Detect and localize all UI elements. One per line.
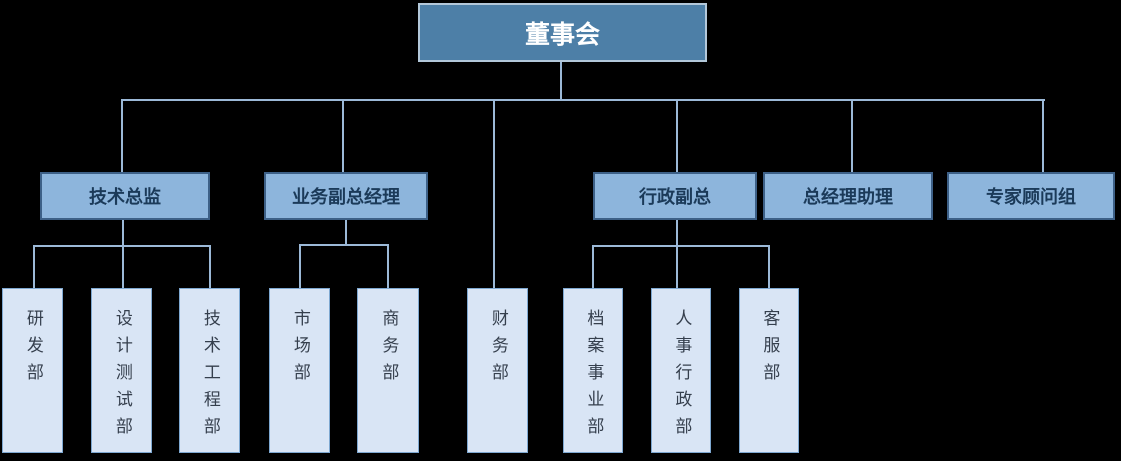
org-node-label: 人事行政部 (672, 309, 692, 444)
org-node-label: 研发部 (23, 309, 43, 390)
org-node-business-deputy-gm[interactable]: 业务副总经理 (264, 172, 428, 220)
org-node-marketing-dept[interactable]: 市场部 (269, 288, 330, 453)
org-node-finance-dept[interactable]: 财务部 (467, 288, 528, 453)
org-node-archives-division[interactable]: 档案事业部 (563, 288, 623, 453)
org-node-label: 行政副总 (639, 187, 711, 207)
connector-drop-expert (1042, 99, 1044, 172)
org-node-label: 业务副总经理 (292, 187, 400, 207)
connector-admin-subbus (592, 245, 770, 247)
connector-drop-archives (592, 245, 594, 288)
org-node-tech-engineering-dept[interactable]: 技术工程部 (179, 288, 240, 453)
connector-drop-assistant (851, 99, 853, 172)
org-node-label: 客服部 (760, 309, 780, 390)
org-node-admin-deputy[interactable]: 行政副总 (593, 172, 757, 220)
org-node-label: 设计测试部 (112, 309, 132, 444)
connector-drop-tech (121, 99, 123, 172)
org-node-label: 总经理助理 (803, 187, 893, 207)
connector-main-bus (121, 99, 1045, 101)
org-node-design-testing-dept[interactable]: 设计测试部 (91, 288, 152, 453)
org-node-label: 商务部 (379, 309, 399, 390)
org-node-label: 档案事业部 (584, 309, 604, 444)
connector-biz-subbus (299, 244, 389, 246)
org-node-commerce-dept[interactable]: 商务部 (357, 288, 419, 453)
org-node-rd-dept[interactable]: 研发部 (2, 288, 63, 453)
org-node-hr-admin-dept[interactable]: 人事行政部 (651, 288, 711, 453)
org-node-gm-assistant[interactable]: 总经理助理 (763, 172, 933, 220)
connector-drop-finance (493, 99, 495, 288)
connector-drop-rd (33, 245, 35, 288)
org-node-expert-advisory-group[interactable]: 专家顾问组 (947, 172, 1115, 220)
connector-admin-center-drop (676, 220, 678, 288)
connector-drop-market (299, 244, 301, 288)
connector-drop-commerce (387, 244, 389, 288)
connector-drop-service (768, 245, 770, 288)
org-node-label: 市场部 (290, 309, 310, 390)
connector-tech-subbus (33, 245, 211, 247)
connector-root-stub (560, 62, 562, 100)
org-node-board-label: 董事会 (524, 20, 600, 49)
org-node-label: 技术工程部 (200, 309, 220, 444)
connector-drop-admin (676, 99, 678, 172)
connector-drop-biz (342, 99, 344, 172)
org-node-label: 专家顾问组 (986, 187, 1076, 207)
connector-drop-engineering (209, 245, 211, 288)
org-node-board[interactable]: 董事会 (418, 3, 707, 62)
org-node-label: 财务部 (488, 309, 508, 390)
org-node-label: 技术总监 (89, 187, 161, 207)
org-node-tech-director[interactable]: 技术总监 (40, 172, 210, 220)
connector-biz-stub (345, 220, 347, 244)
connector-tech-center-drop (122, 220, 124, 288)
org-node-customer-service-dept[interactable]: 客服部 (739, 288, 799, 453)
